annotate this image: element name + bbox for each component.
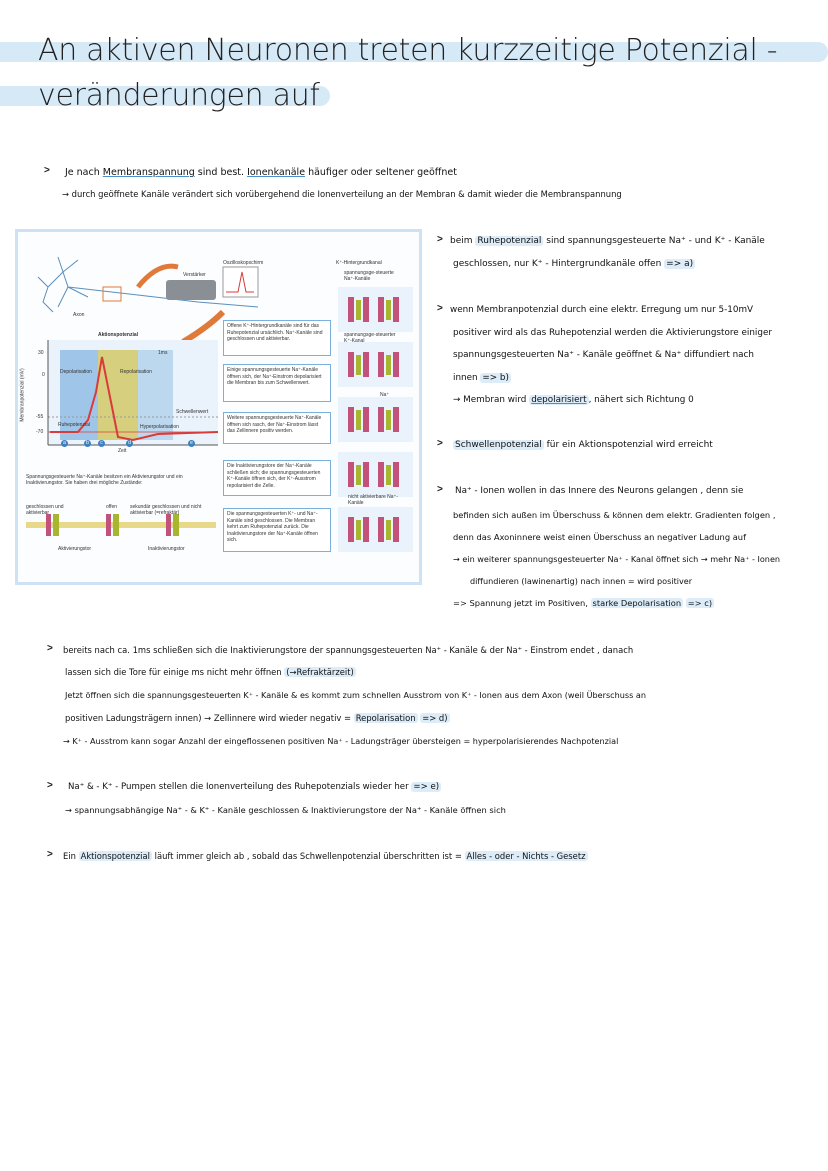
fig-y70: -70 [36, 429, 44, 435]
fig-legend-text: Spannungsgesteuerte Na⁺-Kanäle besitzen … [26, 474, 183, 486]
lower-e-line-3: Jetzt öffnen sich die spannungsgesteuert… [65, 690, 646, 700]
fig-schwelle-label: Schwellenwert [176, 409, 209, 415]
title-highlight-2 [0, 86, 330, 106]
fig-box-a: Offene K⁺-Hintergrundkanäle sind für das… [223, 320, 331, 356]
bullet-arrow: > [437, 303, 443, 314]
lower-e-line-2: lassen sich die Tore für einige ms nicht… [65, 667, 356, 677]
fig-amplifier-label: Verstärker [183, 272, 206, 278]
fig-y55: -55 [36, 414, 44, 420]
fig-box-d: Die Inaktivierungstore der Na⁺-Kanäle sc… [223, 460, 331, 496]
step-marker-b: b [84, 440, 91, 447]
right-d-line-3: denn das Axoninnere weist einen Überschu… [453, 532, 746, 542]
intro-line-1: Je nach Membranspannung sind best. Ionen… [65, 167, 457, 178]
fig-state1: geschlossen und aktivierbar [26, 504, 64, 516]
bullet-arrow: > [47, 643, 53, 654]
action-potential-figure: Axon Verstärker Oszilloskopschirm K⁺-Hin… [15, 229, 422, 585]
lower-f-line-1: Na⁺ & - K⁺ - Pumpen stellen die Ionenver… [68, 782, 442, 792]
fig-oscilloscope-label: Oszilloskopschirm [223, 260, 264, 266]
fig-na-channels-label: spannungsge-steuerte Na⁺-Kanäle [344, 270, 394, 282]
fig-na-label: Na⁺ [380, 392, 390, 398]
bullet-arrow: > [47, 849, 53, 860]
fig-y30: 30 [38, 350, 44, 356]
right-b-line-1: wenn Membranpotenzial durch eine elektr.… [450, 305, 754, 315]
right-d-line-5: diffundieren (lawinenartig) nach innen =… [470, 576, 693, 586]
right-b-line-3: spannungsgesteuerten Na⁺ - Kanäle geöffn… [453, 350, 754, 360]
fig-state2: offen [106, 504, 118, 510]
fig-box-e: Die spannungsgesteuerten K⁺- und Na⁺-Kan… [223, 508, 331, 552]
fig-state3: sekundär geschlossen und nicht aktivierb… [130, 504, 202, 516]
step-marker-c: c [98, 440, 105, 447]
right-a-line-2: geschlossen, nur K⁺ - Hintergrundkanäle … [453, 259, 696, 269]
right-b-line-2: positiver wird als das Ruhepotenzial wer… [453, 328, 772, 338]
step-marker-d: d [126, 440, 133, 447]
fig-box-c: Weitere spannungsgesteuerte Na⁺-Kanäle ö… [223, 412, 331, 444]
fig-y0: 0 [42, 372, 45, 378]
right-d-line-6: => Spannung jetzt im Positiven, starke D… [453, 598, 715, 608]
fig-akt-tor: Aktivierungstor [58, 546, 92, 552]
bullet-arrow: > [437, 484, 443, 495]
fig-inakt-tor: Inaktivierungstor [148, 546, 185, 552]
lower-g-line-1: Ein Aktionspotenzial läuft immer gleich … [63, 851, 588, 861]
bullet-arrow: > [47, 780, 53, 791]
fig-axon-label: Axon [73, 312, 85, 318]
right-b-line-4: innen => b) [453, 373, 511, 383]
fig-k-channel-label: spannungsge-steuerter K⁺-Kanal [344, 332, 396, 344]
fig-ms-label: 1ms [158, 350, 168, 356]
fig-depol-label: Depolarisation [60, 369, 92, 375]
step-marker-a: a [61, 440, 68, 447]
fig-nicht-akt-label: nicht aktivierbare Na⁺-Kanäle [348, 494, 398, 506]
page-title-line-1: An aktiven Neuronen treten kurzzeitige P… [38, 33, 778, 68]
fig-ruhe-label: Ruhepotenzial [58, 422, 90, 428]
fig-repol-label: Repolarisation [120, 369, 152, 375]
lower-e-line-1: bereits nach ca. 1ms schließen sich die … [63, 645, 634, 655]
lower-f-line-2: → spannungsabhängige Na⁺ - & K⁺ - Kanäle… [65, 805, 506, 815]
right-d-line-2: befinden sich außen im Überschuss & könn… [453, 510, 776, 520]
fig-k-background-label: K⁺-Hintergrundkanal [336, 260, 382, 266]
step-marker-e: e [188, 440, 195, 447]
fig-ap-title: Aktionspotenzial [98, 332, 139, 338]
right-b-line-5: → Membran wird depolarisiert, nähert sic… [453, 395, 694, 405]
lower-e-line-5: → K⁺ - Ausstrom kann sogar Anzahl der ei… [63, 736, 619, 746]
right-d-line-4: → ein weiterer spannungsgesteuerter Na⁺ … [453, 554, 781, 564]
intro-line-2: → durch geöffnete Kanäle verändert sich … [62, 189, 622, 199]
right-c-line-1: Schwellenpotenzial für ein Aktionspotenz… [453, 440, 713, 450]
lower-e-line-4: positiven Ladungsträgern innen) → Zellin… [65, 713, 450, 723]
fig-box-b: Einige spannungsgesteuerte Na⁺-Kanäle öf… [223, 364, 331, 402]
page-title-line-2: veränderungen auf [38, 78, 320, 113]
bullet-arrow: > [437, 438, 443, 449]
fig-zeit-label: Zeit [118, 448, 127, 454]
fig-ylabel: Membranpotenzial (mV) [19, 368, 26, 422]
bullet-arrow: > [437, 234, 443, 245]
title-highlight-1 [0, 42, 828, 62]
bullet-arrow: > [44, 165, 50, 176]
fig-hyper-label: Hyperpolarisation [140, 424, 179, 430]
right-a-line-1: beim Ruhepotenzial sind spannungsgesteue… [450, 236, 765, 246]
right-d-line-1: Na⁺ - Ionen wollen in das Innere des Neu… [455, 486, 744, 496]
